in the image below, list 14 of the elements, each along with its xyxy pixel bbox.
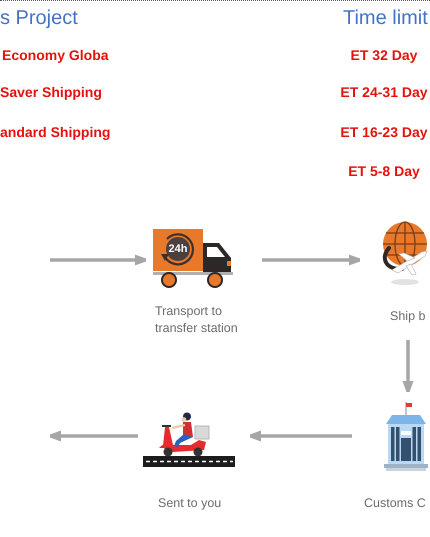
delivery-time: ET 32 Day xyxy=(350,46,418,64)
shipping-method: andard Shipping xyxy=(0,123,110,141)
shipping-method: Saver Shipping xyxy=(0,83,102,101)
shipping-method: Economy Globa xyxy=(2,46,109,64)
step-caption: Ship b xyxy=(390,308,426,325)
step-caption: Customs C xyxy=(364,495,426,512)
hours-label: 24h xyxy=(168,242,188,257)
step-caption: Sent to you xyxy=(158,495,222,512)
column-header: Time limit xyxy=(343,6,428,30)
column-header: s Project xyxy=(0,6,78,30)
delivery-time: ET 24-31 Day xyxy=(339,83,429,101)
delivery-time: ET 5-8 Day xyxy=(347,162,421,180)
delivery-time: ET 16-23 Day xyxy=(339,123,429,141)
step-caption: Transport to transfer station xyxy=(155,303,239,337)
